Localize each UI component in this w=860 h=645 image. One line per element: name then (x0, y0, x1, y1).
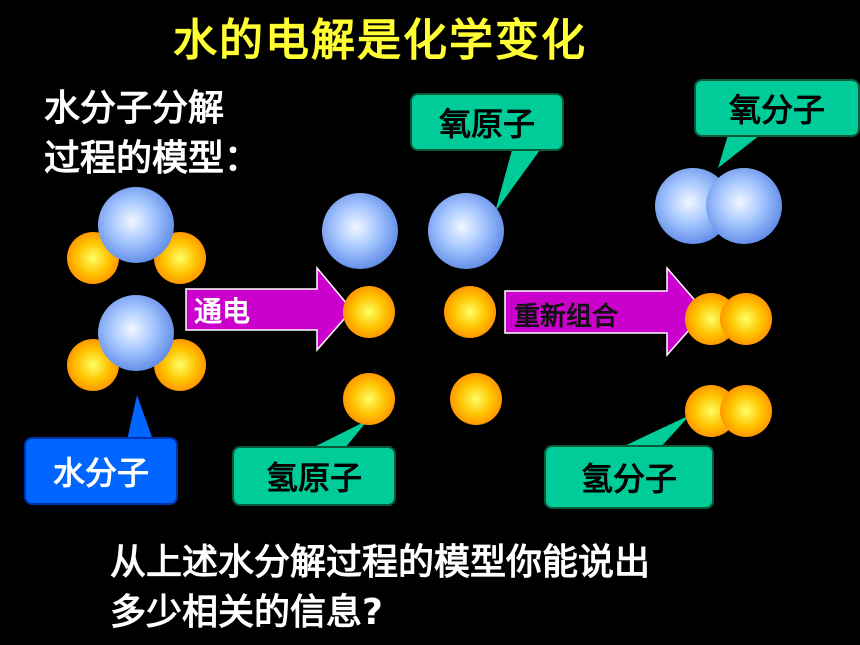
hydrogen-atom (343, 286, 395, 338)
hydrogen-atom (450, 373, 502, 425)
oxygen-atom (98, 187, 174, 263)
oxygen-atom-callout-tail (495, 150, 540, 212)
hydrogen-molecule-bottom (685, 385, 772, 437)
hydrogen-molecule-callout-tail (620, 415, 690, 448)
electrify-label: 通电 (194, 295, 251, 328)
water-molecule-bottom (67, 295, 206, 391)
hydrogen-atom-callout: 氢原子 (232, 446, 396, 506)
oxygen-atom (322, 193, 398, 269)
oxygen-atom (706, 168, 782, 244)
oxygen-atom-callout: 氧原子 (410, 93, 564, 151)
question-line1: 从上述水分解过程的模型你能说出 (110, 542, 651, 583)
oxygen-molecule (655, 168, 782, 244)
hydrogen-molecule-top (685, 293, 772, 345)
page-title: 水的电解是化学变化 (173, 15, 587, 66)
water-molecule-callout: 水分子 (24, 437, 178, 505)
model-label-line1: 水分子分解 (44, 88, 225, 129)
question-line2: 多少相关的信息? (110, 592, 383, 633)
oxygen-molecule-callout: 氧分子 (694, 79, 860, 137)
water-molecule-top (67, 187, 206, 284)
recombine-arrow (504, 265, 706, 357)
model-label: 水分子分解 过程的模型： (44, 84, 260, 184)
oxygen-atom (98, 295, 174, 371)
model-label-line2: 过程的模型： (44, 138, 261, 179)
hydrogen-atom (444, 286, 496, 338)
hydrogen-molecule-callout: 氢分子 (544, 445, 714, 509)
recombine-label: 重新组合 (514, 302, 619, 332)
hydrogen-atom (720, 293, 772, 345)
electrify-arrow (185, 265, 353, 352)
water-callout-tail (127, 395, 153, 440)
question-text: 从上述水分解过程的模型你能说出 多少相关的信息? (110, 538, 650, 638)
hydrogen-atom (720, 385, 772, 437)
oxygen-atom (428, 193, 504, 269)
oxygen-molecule-callout-tail (718, 135, 760, 168)
hydrogen-atom (343, 373, 395, 425)
hydrogen-atom-callout-tail (312, 420, 368, 448)
